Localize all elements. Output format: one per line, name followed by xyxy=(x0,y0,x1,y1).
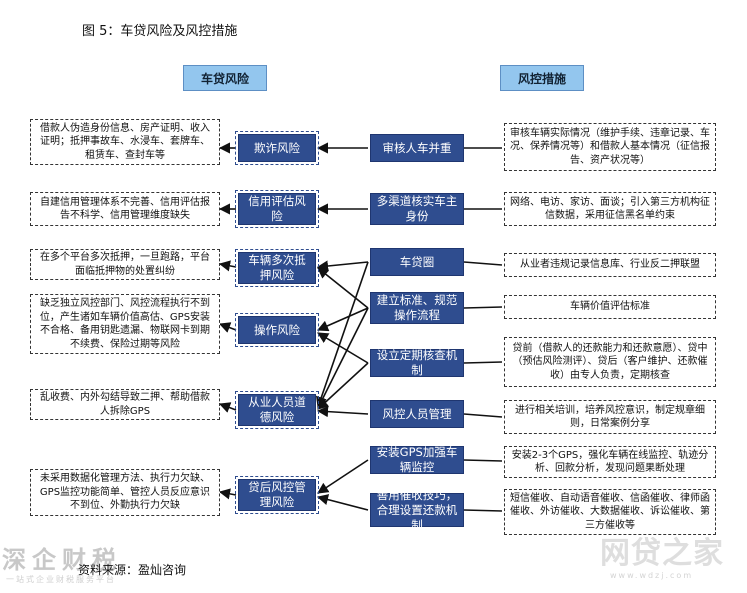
link-measure8-risk6 xyxy=(316,494,369,511)
risk-description-3: 在多个平台多次抵押，一旦跑路，平台面临抵押物的处置纠纷 xyxy=(30,249,220,280)
risk-box-1: 欺诈风险 xyxy=(235,131,319,165)
measure-description-5: 贷前（借款人的还款能力和还款意愿）、贷中（预估风险测评）、贷后（客户维护、还款催… xyxy=(504,337,716,387)
link-risk4-desc4 xyxy=(218,322,237,333)
link-measure6-mdesc6 xyxy=(463,413,503,418)
risk-description-5: 乱收费、内外勾结导致二押、帮助借款人拆除GPS xyxy=(30,389,220,420)
link-measure4-mdesc4 xyxy=(463,306,503,309)
risk-description-6: 未采用数据化管理方法、执行力欠缺、GPS监控功能简单、管控人员反应意识不到位、外… xyxy=(30,469,220,516)
source-note: 资料来源：盈灿咨询 xyxy=(78,563,187,577)
measure-box-4: 建立标准、规范操作流程 xyxy=(370,292,464,324)
measure-box-7: 安装GPS加强车辆监控 xyxy=(370,445,464,474)
link-measure5-mdesc5 xyxy=(463,361,503,364)
link-risk3-desc3 xyxy=(218,260,237,272)
link-measure3-mdesc3 xyxy=(463,261,503,266)
watermark-left-subtitle: 一站式企业财税服务平台 xyxy=(6,575,116,584)
measure-description-6: 进行相关培训，培养风控意识，制定规章细则，日常案例分享 xyxy=(504,400,716,434)
measure-description-3: 从业者违规记录信息库、行业反二押联盟 xyxy=(504,253,716,277)
watermark-right-subtitle: www.wdzj.com xyxy=(610,571,694,580)
measure-box-3: 车贷圈 xyxy=(370,248,464,276)
header-measure: 风控措施 xyxy=(500,65,584,91)
measure-box-6: 风控人员管理 xyxy=(370,400,464,428)
measure-description-7: 安装2-3个GPS，强化车辆在线监控、轨迹分析、回款分析，发现问题果断处理 xyxy=(504,446,716,478)
watermark-right: 网贷之家 xyxy=(600,536,724,571)
risk-description-4: 缺乏独立风控部门、风控流程执行不到位，产生诸如车辆价值高估、GPS安装不合格、备… xyxy=(30,294,220,354)
risk-box-3: 车辆多次抵押风险 xyxy=(235,249,319,287)
link-measure7-risk6 xyxy=(317,459,369,494)
link-risk5-desc5 xyxy=(218,402,237,413)
measure-description-8: 短信催收、自动语音催收、信函催收、律师函催收、外访催收、大数据催收、诉讼催收、第… xyxy=(504,489,716,535)
measure-box-1: 审核人车并重 xyxy=(370,134,464,162)
measure-box-8: 善用催收技巧，合理设置还款机制 xyxy=(370,488,464,532)
link-measure4-risk3 xyxy=(317,267,369,309)
risk-description-1: 借款人伪造身份信息、房产证明、收入证明；抵押事故车、水浸车、套牌车、租赁车、查封… xyxy=(30,119,220,165)
measure-box-2: 多渠道核实车主身份 xyxy=(370,193,464,225)
measure-description-1: 审核车辆实际情况（维护手续、违章记录、车况、保养情况等）和借款人基本情况（征信报… xyxy=(504,123,716,171)
link-measure4-risk4 xyxy=(316,307,369,332)
link-measure3-risk5 xyxy=(315,261,369,409)
risk-box-4: 操作风险 xyxy=(235,313,319,347)
risk-box-6: 贷后风控管理风险 xyxy=(235,476,319,514)
risk-box-2: 信用评估风险 xyxy=(235,190,319,228)
measure-box-5: 设立定期核查机制 xyxy=(370,348,464,377)
risk-description-2: 自建信用管理体系不完善、信用评估报告不科学、信用管理维度缺失 xyxy=(30,192,220,226)
link-measure7-mdesc7 xyxy=(463,459,503,462)
header-risk: 车贷风险 xyxy=(183,65,267,91)
link-measure8-mdesc8 xyxy=(463,509,503,512)
watermark-left: 深企财税 xyxy=(2,545,122,574)
link-measure5-risk4 xyxy=(317,332,369,364)
link-measure4-risk5 xyxy=(317,307,369,410)
link-measure6-risk5 xyxy=(316,406,369,418)
link-measure5-risk5 xyxy=(317,362,369,410)
measure-description-4: 车辆价值评估标准 xyxy=(504,295,716,319)
figure-title: 图 5：车贷风险及风控措施 xyxy=(82,24,238,39)
link-risk6-desc6 xyxy=(218,488,237,500)
measure-description-2: 网络、电访、家访、面谈；引入第三方机构征信数据，采用征信黑名单约束 xyxy=(504,192,716,226)
link-measure3-risk3 xyxy=(316,260,369,272)
risk-box-5: 从业人员道德风险 xyxy=(235,391,319,429)
